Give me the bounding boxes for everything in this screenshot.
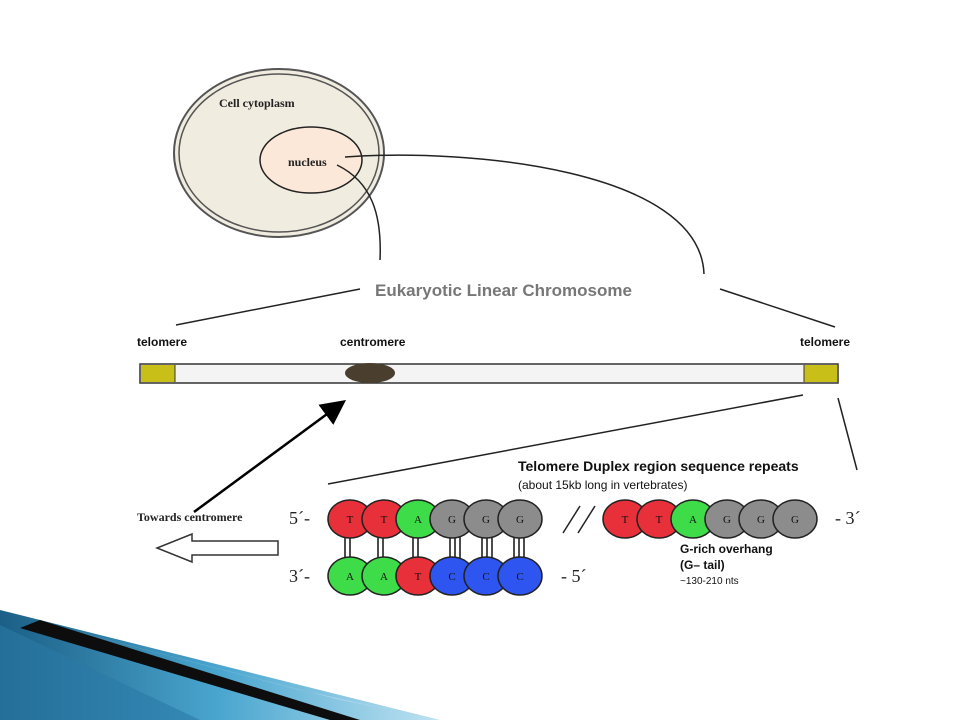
top-nucleotide-label-4: G: [482, 514, 490, 526]
overhang-nucleotide-label-3: G: [723, 514, 731, 526]
chromosome-title: Eukaryotic Linear Chromosome: [375, 281, 632, 300]
centromere-label: centromere: [340, 335, 406, 349]
bottom-nucleotide-label-1: A: [380, 571, 388, 583]
zoom-line-left: [175, 288, 361, 326]
telomere-right-label: telomere: [800, 335, 850, 349]
chromosome-body: [139, 363, 839, 384]
base-pair-bonds: [344, 536, 525, 558]
overhang-nucleotide-5: [772, 499, 818, 539]
centromere-pointer-arrow: [193, 400, 347, 514]
telomere-right-cap: [804, 365, 837, 382]
bottom-nucleotide-5: [497, 556, 543, 596]
bottom-nucleotide-label-4: C: [482, 571, 489, 583]
bottom-nucleotide-label-5: C: [516, 571, 523, 583]
cytoplasm-label: Cell cytoplasm: [219, 96, 295, 110]
top-nucleotide-label-0: T: [347, 514, 354, 526]
connector-nucleus-right: [344, 154, 705, 275]
overhang-length-label: ~130-210 nts: [680, 576, 739, 587]
bottom-strand-3prime: 3´-: [289, 566, 310, 586]
duplex-title: Telomere Duplex region sequence repeats: [518, 458, 799, 474]
bottom-nucleotide-label-3: C: [448, 571, 455, 583]
top-nucleotide-label-1: T: [381, 514, 388, 526]
telomere-left-cap: [141, 365, 175, 382]
cell-membrane-inner: [178, 73, 380, 233]
zoom-line-right: [719, 288, 836, 328]
left-direction-arrow-icon: [154, 532, 279, 564]
bottom-nucleotide-label-2: T: [415, 571, 422, 583]
centromere-shape: [345, 363, 395, 383]
top-nucleotide-5: [497, 499, 543, 539]
corner-decoration: [0, 610, 440, 720]
overhang-nucleotide-label-1: T: [656, 514, 663, 526]
sequence-break-mark: [562, 505, 596, 534]
connector-nucleus-left: [336, 164, 381, 261]
overhang-tail-label: (G– tail): [680, 558, 725, 572]
overhang-nucleotide-label-2: A: [689, 514, 697, 526]
overhang-nucleotide-label-0: T: [622, 514, 629, 526]
nucleus-label: nucleus: [288, 155, 327, 169]
top-nucleotide-label-2: A: [414, 514, 422, 526]
top-strand-3prime: - 3´: [835, 508, 861, 528]
telomere-left-label: telomere: [137, 335, 187, 349]
overhang-nucleotide-label-5: G: [791, 514, 799, 526]
bottom-strand-5prime: - 5´: [561, 566, 587, 586]
top-nucleotide-label-5: G: [516, 514, 524, 526]
top-nucleotide-label-3: G: [448, 514, 456, 526]
duplex-subtitle: (about 15kb long in vertebrates): [518, 478, 687, 492]
telomere-zoom-lines: [327, 394, 858, 485]
cell: Cell cytoplasm nucleus: [173, 68, 385, 238]
overhang-nucleotide-label-4: G: [757, 514, 765, 526]
chromosome-bar: [139, 363, 839, 384]
nucleus-shape: [259, 126, 363, 194]
towards-centromere-label: Towards centromere: [137, 510, 243, 524]
overhang-label: G-rich overhang: [680, 542, 773, 556]
connector-lines: [175, 154, 836, 328]
bottom-nucleotide-label-0: A: [346, 571, 354, 583]
top-strand-5prime: 5´-: [289, 508, 310, 528]
